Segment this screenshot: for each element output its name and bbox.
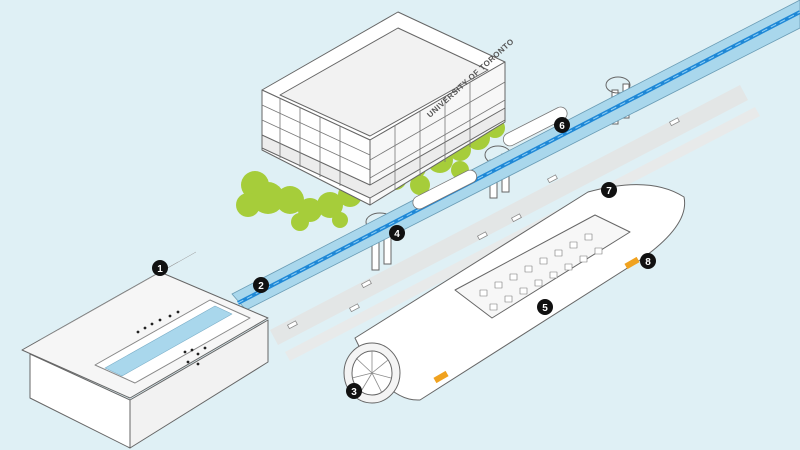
svg-text:2: 2 (258, 281, 264, 292)
svg-text:5: 5 (542, 303, 548, 314)
marker-3: 3 (346, 383, 362, 399)
cabin-cutout (454, 214, 631, 319)
hyperloop-tube (231, 0, 800, 311)
marker-5: 5 (537, 299, 553, 315)
svg-text:4: 4 (394, 229, 400, 240)
marker-8: 8 (640, 253, 656, 269)
marker-1: 1 (152, 260, 168, 276)
university-building: UNIVERSITY OF TORONTO (261, 11, 516, 206)
svg-text:3: 3 (351, 387, 357, 398)
marker-4: 4 (389, 225, 405, 241)
svg-text:7: 7 (606, 186, 612, 197)
cars (286, 117, 680, 330)
marker-6: 6 (554, 117, 570, 133)
svg-text:8: 8 (645, 257, 651, 268)
station-people (136, 310, 207, 366)
station-track (104, 305, 233, 377)
tube-capsule (412, 106, 568, 210)
air-bearing-skis (433, 256, 640, 384)
building-windows (261, 81, 506, 190)
passenger-seats (479, 233, 603, 311)
svg-text:6: 6 (559, 121, 565, 132)
marker-7: 7 (601, 182, 617, 198)
svg-text:1: 1 (157, 264, 163, 275)
marker-2: 2 (253, 277, 269, 293)
station (21, 251, 269, 449)
